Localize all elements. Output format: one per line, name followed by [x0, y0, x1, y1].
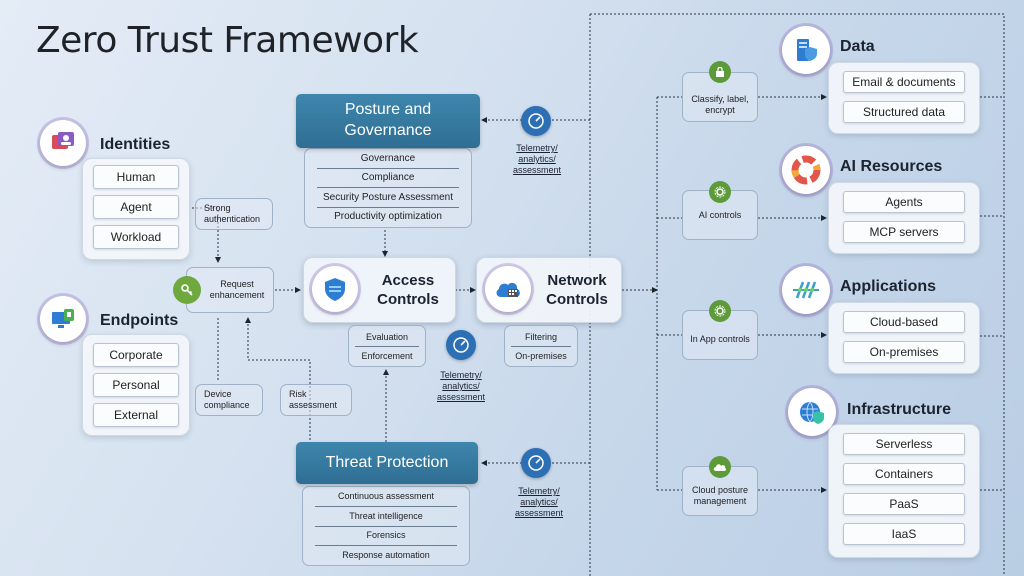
- gauge-icon: [446, 330, 476, 360]
- threat-list: Continuous assessment Threat intelligenc…: [302, 486, 470, 566]
- endpoint-personal: Personal: [93, 373, 179, 397]
- network-sub-item: Filtering: [524, 332, 557, 342]
- network-controls-label: Network Controls: [546, 272, 608, 308]
- data-item: Email & documents: [843, 71, 965, 93]
- application-item: On-premises: [843, 341, 965, 363]
- risk-assessment-box: Risk assessment: [280, 384, 352, 416]
- application-item: Cloud-based: [843, 311, 965, 333]
- infrastructure-item: IaaS: [843, 523, 965, 545]
- endpoints-heading: Endpoints: [100, 312, 179, 329]
- gauge-icon: [521, 448, 551, 478]
- access-sub-item: Evaluation: [365, 332, 409, 342]
- lock-icon: [709, 61, 731, 83]
- strong-authentication-box: Strong authentication: [195, 198, 273, 230]
- ai-resources-heading: AI Resources: [840, 158, 943, 175]
- access-controls-box: Access Controls: [303, 257, 456, 323]
- posture-item: Productivity optimization: [334, 211, 442, 222]
- applications-panel: Cloud-based On-premises: [828, 302, 980, 374]
- access-sub-list: Evaluation Enforcement: [348, 325, 426, 367]
- identities-heading: Identities: [100, 136, 171, 153]
- posture-item: Security Posture Assessment: [322, 192, 454, 203]
- infrastructure-item: Containers: [843, 463, 965, 485]
- posture-list: Governance Compliance Security Posture A…: [304, 148, 472, 228]
- gauge-icon: [521, 106, 551, 136]
- endpoint-corporate: Corporate: [93, 343, 179, 367]
- page-title: Zero Trust Framework: [36, 20, 419, 61]
- data-heading: Data: [840, 38, 875, 55]
- device-compliance-box: Device compliance: [195, 384, 263, 416]
- posture-item: Governance: [360, 153, 416, 164]
- data-icon: [782, 26, 830, 74]
- data-item: Structured data: [843, 101, 965, 123]
- infrastructure-icon: [788, 388, 836, 436]
- gear-icon: [709, 181, 731, 203]
- ai-resource-item: MCP servers: [843, 221, 965, 243]
- infrastructure-panel: Serverless Containers PaaS IaaS: [828, 424, 980, 558]
- telemetry-label: Telemetry/ analytics/ assessment: [512, 143, 562, 175]
- identities-icon: [40, 120, 86, 166]
- access-sub-item: Enforcement: [361, 351, 413, 361]
- ai-resources-icon: [782, 146, 830, 194]
- threat-item: Forensics: [366, 530, 406, 540]
- infrastructure-item: PaaS: [843, 493, 965, 515]
- telemetry-label: Telemetry/ analytics/ assessment: [514, 486, 564, 518]
- infrastructure-item: Serverless: [843, 433, 965, 455]
- network-sub-list: Filtering On-premises: [504, 325, 578, 367]
- identity-agent: Agent: [93, 195, 179, 219]
- endpoints-panel: Corporate Personal External: [82, 334, 190, 436]
- threat-protection-title: Threat Protection: [296, 442, 478, 484]
- cloud-network-icon: [485, 266, 531, 312]
- endpoints-icon: [40, 296, 86, 342]
- cloud-icon: [709, 456, 731, 478]
- threat-item: Response automation: [342, 550, 430, 560]
- posture-item: Compliance: [361, 172, 415, 183]
- posture-governance-title: Posture and Governance: [296, 94, 480, 148]
- gear-icon: [709, 300, 731, 322]
- shield-icon: [312, 266, 358, 312]
- key-icon: [173, 276, 201, 304]
- threat-item: Threat intelligence: [349, 511, 423, 521]
- identity-human: Human: [93, 165, 179, 189]
- infrastructure-heading: Infrastructure: [847, 401, 952, 418]
- applications-heading: Applications: [840, 278, 937, 295]
- identity-workload: Workload: [93, 225, 179, 249]
- network-sub-item: On-premises: [515, 351, 567, 361]
- data-panel: Email & documents Structured data: [828, 62, 980, 134]
- endpoint-external: External: [93, 403, 179, 427]
- applications-icon: [782, 266, 830, 314]
- access-controls-label: Access Controls: [377, 272, 439, 308]
- ai-resources-panel: Agents MCP servers: [828, 182, 980, 254]
- threat-item: Continuous assessment: [337, 491, 435, 501]
- identities-panel: Human Agent Workload: [82, 158, 190, 260]
- network-controls-box: Network Controls: [476, 257, 622, 323]
- ai-resource-item: Agents: [843, 191, 965, 213]
- telemetry-label: Telemetry/ analytics/ assessment: [436, 370, 486, 402]
